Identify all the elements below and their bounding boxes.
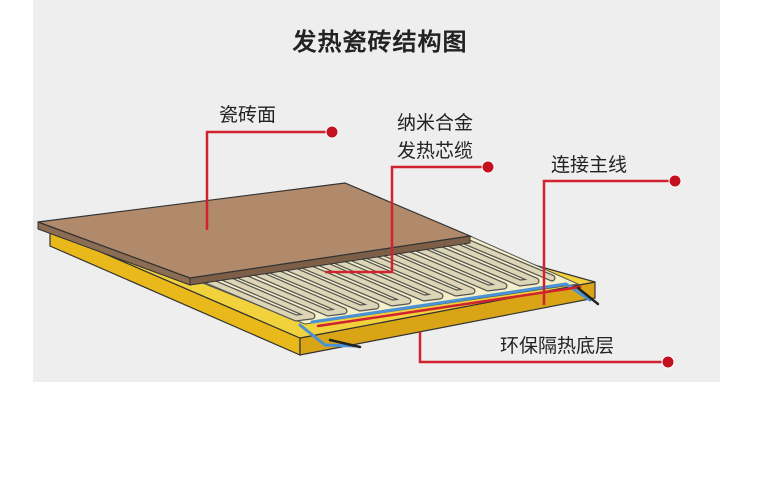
label-tile-surface: 瓷砖面 [219,104,277,126]
label-heating-cable: 发热芯缆 [397,140,474,162]
leader-heating-cable [325,165,488,274]
leader-lines [205,130,675,364]
leader-main-wire [542,179,675,305]
label-insulation-layer: 环保隔热底层 [500,335,615,357]
tile-surface [37,182,473,279]
leader-dot-insulation [661,355,675,369]
leader-dot-tile-surface [325,125,339,139]
label-nano-alloy: 纳米合金 [397,112,474,134]
leader-dot-heating-cable [481,160,495,174]
main-connection-wires [298,282,600,349]
label-main-wire: 连接主线 [551,154,628,176]
leader-tile-surface [205,130,332,230]
diagram-title: 发热瓷砖结构图 [292,28,468,56]
leader-insulation [418,332,668,364]
leader-dot-main-wire [668,174,682,188]
